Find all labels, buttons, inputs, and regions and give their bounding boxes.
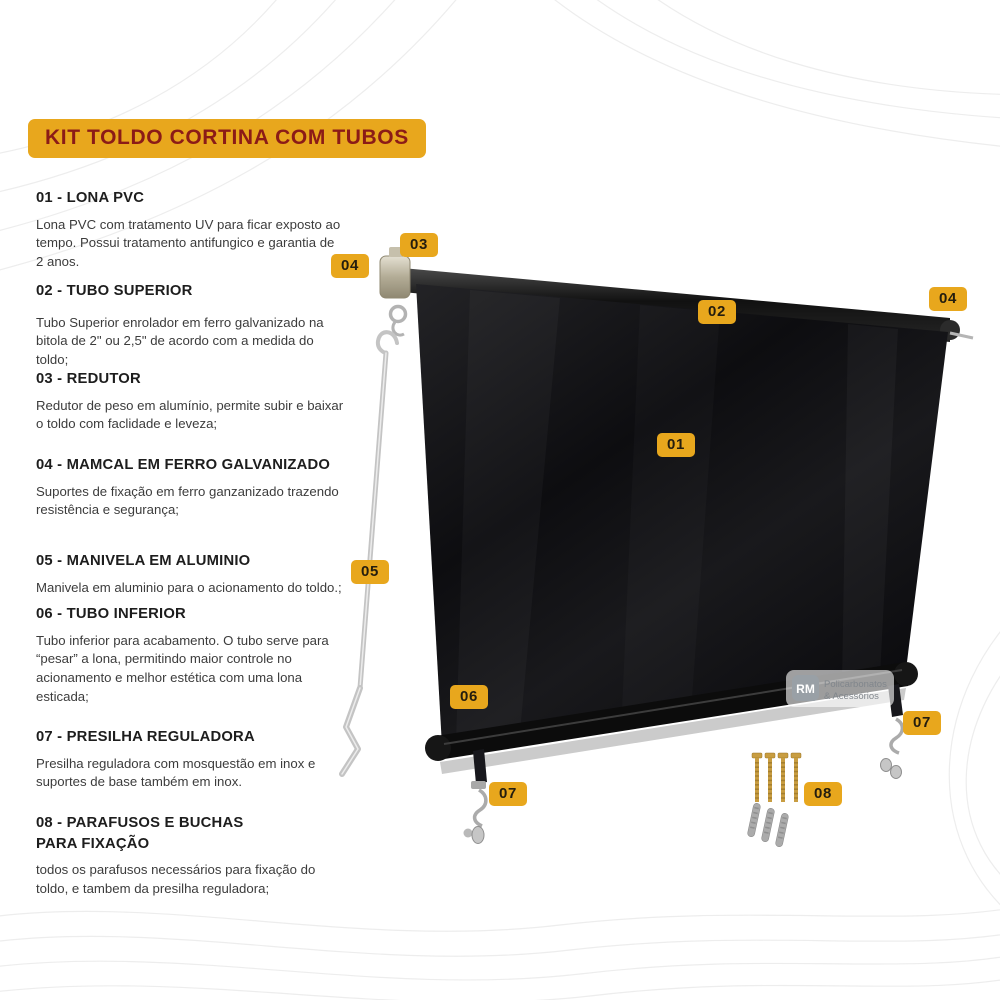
swirl-line [554, 0, 1000, 147]
section-heading: 02 - TUBO SUPERIOR [36, 283, 193, 299]
reducer-top [389, 247, 402, 257]
swirl-line [0, 979, 1000, 1000]
badge-mancal-right: 04 [929, 287, 967, 311]
crank-handle [339, 330, 399, 777]
plug-ribs [777, 816, 787, 843]
watermark-line1: Policarbonatos [824, 679, 887, 690]
crank-rod-highlight [359, 352, 387, 689]
section-07-presilha: 07 - PRESILHA REGULADORA Presilha regula… [36, 727, 368, 792]
left-strap-hook [463, 749, 488, 844]
section-heading: 03 - REDUTOR [36, 371, 141, 387]
bracket-hook [391, 321, 405, 337]
swirl-line [657, 0, 1000, 95]
badge-manivela: 05 [351, 560, 389, 584]
plug-ribs [763, 811, 773, 838]
bottom-tube-right-cap [894, 662, 918, 686]
left-strap-clamp [471, 781, 486, 789]
right-hook-bead [890, 765, 902, 779]
crank-grip-highlight [341, 687, 361, 775]
page-title-text: KIT TOLDO CORTINA COM TUBOS [45, 126, 409, 149]
wall-plug [747, 802, 761, 838]
section-body: Presilha reguladora com mosquestão em in… [36, 755, 316, 790]
badge-redutor: 03 [400, 233, 438, 257]
left-snap-hook [472, 788, 488, 828]
section-heading: 08 - PARAFUSOS E BUCHAS PARA FIXAÇÃO [36, 815, 244, 852]
canvas-lona [416, 284, 948, 746]
screw [790, 752, 802, 802]
bottom-tube-left-cap [425, 735, 451, 761]
badge-parafusos: 08 [804, 782, 842, 806]
badge-mancal-left: 04 [331, 254, 369, 278]
right-hook-bead [880, 758, 892, 772]
screw-head [790, 752, 802, 759]
badge-tubo-inferior: 06 [450, 685, 488, 709]
badge-lona: 01 [657, 433, 695, 457]
badge-tubo-superior: 02 [698, 300, 736, 324]
left-hook-ring [471, 826, 485, 844]
wall-plug [761, 807, 775, 843]
section-heading: 06 - TUBO INFERIOR [36, 606, 186, 622]
section-heading: 04 - MAMCAL EM FERRO GALVANIZADO [36, 457, 331, 473]
section-06-tubo-inferior: 06 - TUBO INFERIOR Tubo inferior para ac… [36, 604, 368, 707]
swirl-line [0, 0, 277, 154]
right-mount-pin [949, 331, 974, 340]
plug-body [747, 802, 761, 838]
section-heading: 05 - MANIVELA EM ALUMINIO [36, 553, 251, 569]
section-heading: 01 - LONA PVC [36, 190, 145, 206]
bracket-ring [388, 304, 408, 324]
section-body: Tubo Superior enrolador em ferro galvani… [36, 314, 324, 368]
swirl-line [0, 909, 1000, 932]
section-body: Lona PVC com tratamento UV para ficar ex… [36, 216, 341, 270]
section-body: Redutor de peso em alumínio, permite sub… [36, 397, 344, 432]
swirl-line [0, 0, 457, 271]
screw-head [764, 752, 776, 759]
plug-body [775, 812, 789, 848]
lona-surface [416, 284, 948, 746]
left-bracket-hook [388, 304, 408, 337]
crank-top-hook [375, 330, 399, 355]
section-03-redutor: 03 - REDUTOR Redutor de peso em alumínio… [36, 369, 368, 434]
page-title: KIT TOLDO CORTINA COM TUBOS [28, 119, 426, 158]
section-body: todos os parafusos necessários para fixa… [36, 862, 316, 897]
badge-presilha-left: 07 [489, 782, 527, 806]
swirl-line [596, 0, 1000, 119]
swirl-line [948, 631, 1000, 906]
section-04-mancal: 04 - MAMCAL EM FERRO GALVANIZADO Suporte… [36, 455, 368, 520]
swirl-line [0, 934, 1000, 957]
section-08-parafusos: 08 - PARAFUSOS E BUCHAS PARA FIXAÇÃO tod… [36, 813, 368, 899]
section-heading: 07 - PRESILHA REGULADORA [36, 729, 255, 745]
screw [777, 752, 789, 802]
rm-watermark: RM Policarbonatos & Acessórios [786, 670, 894, 707]
left-hook-bead [463, 828, 473, 838]
screws-and-plugs [747, 752, 802, 848]
section-body: Tubo inferior para acabamento. O tubo se… [36, 632, 329, 704]
bottom-hem-strip [440, 688, 906, 774]
plug-ribs [749, 806, 759, 833]
section-body: Manivela em aluminio para o acionamento … [36, 579, 342, 595]
swirl-line [0, 0, 336, 193]
wall-plug [775, 812, 789, 848]
section-body: Suportes de fixação em ferro ganzanizado… [36, 483, 339, 518]
reducer-cap [379, 255, 411, 299]
right-snap-hook [889, 717, 905, 755]
section-01-lona-pvc: 01 - LONA PVC Lona PVC com tratamento UV… [36, 188, 368, 272]
rm-logo-box [792, 675, 819, 701]
section-05-manivela: 05 - MANIVELA EM ALUMINIO Manivela em al… [36, 551, 368, 597]
plug-body [761, 807, 775, 843]
left-strap [473, 749, 487, 784]
screw [764, 752, 776, 802]
screw-head [751, 752, 763, 759]
watermark-line2: & Acessórios [824, 691, 879, 702]
section-02-tubo-superior: 02 - TUBO SUPERIOR Tubo Superior enrolad… [36, 281, 368, 370]
swirl-line [0, 956, 1000, 981]
screw [751, 752, 763, 802]
badge-presilha-right: 07 [903, 711, 941, 735]
watermark-abbr: RM [796, 682, 815, 696]
screw-head [777, 752, 789, 759]
